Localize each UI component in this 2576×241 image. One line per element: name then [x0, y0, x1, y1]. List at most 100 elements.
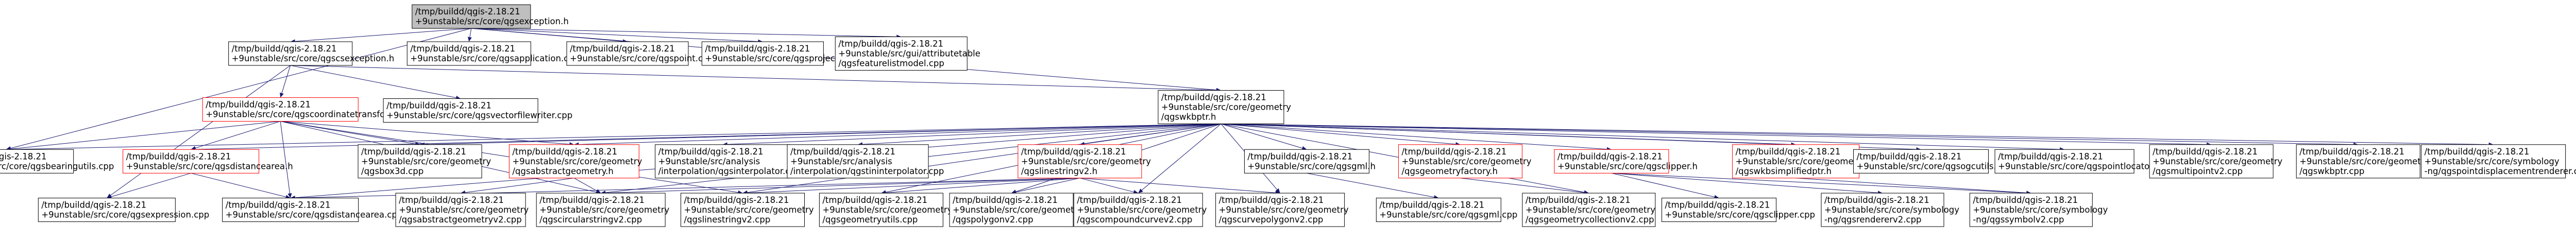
- file-node[interactable]: /tmp/buildd/qgis-2.18.21+9unstable/src/c…: [681, 193, 814, 227]
- node-label-line: /tmp/buildd/qgis-2.18.21: [415, 7, 520, 16]
- node-label-line: /tmp/buildd/qgis-2.18.21: [126, 151, 231, 161]
- node-label-line: /tmp/buildd/qgis-2.18.21: [684, 195, 789, 205]
- file-node[interactable]: /tmp/buildd/qgis-2.18.21+9unstable/src/c…: [202, 97, 404, 122]
- node-label-line: +9unstable/src/core/qgsapplication.cpp: [410, 54, 579, 63]
- node-label-line: /interpolation/qgsinterpolator.cpp: [658, 166, 801, 176]
- node-box: [1522, 193, 1656, 227]
- file-node[interactable]: /tmp/buildd/qgis-2.18.21+9unstable/src/c…: [395, 193, 529, 227]
- node-label-line: /tmp/buildd/qgis-2.18.21: [2153, 147, 2258, 157]
- file-node[interactable]: /tmp/buildd/qgis-2.18.21+9unstable/src/c…: [1522, 193, 1656, 227]
- node-label-line: +9unstable/src/analysis: [790, 157, 892, 166]
- file-node[interactable]: /tmp/buildd/qgis-2.18.21+9unstable/src/c…: [1994, 149, 2171, 174]
- node-box: [566, 41, 689, 66]
- file-node[interactable]: /tmp/buildd/qgis-2.18.21+9unstable/src/c…: [1158, 90, 1291, 124]
- node-label-line: /qgsabstractgeometry.h: [512, 166, 614, 176]
- dependency-edge: [1221, 124, 1607, 150]
- dependency-edge: [579, 124, 1221, 145]
- file-node[interactable]: /tmp/buildd/qgis-2.18.21+9unstable/src/c…: [123, 149, 293, 174]
- node-label-line: /qgsgeometrycollectionv2.cpp: [1526, 215, 1654, 225]
- node-label-line: /qgslinestringv2.cpp: [684, 215, 771, 225]
- node-label-line: /qgscompoundcurvev2.cpp: [1077, 215, 1192, 225]
- edge-arrowhead: [596, 189, 601, 194]
- file-node[interactable]: /tmp/buildd/qgis-2.18.21+9unstable/src/c…: [1073, 193, 1207, 227]
- node-label-line: /qgslinestringv2.h: [1021, 166, 1097, 176]
- file-node[interactable]: /tmp/buildd/qgis-2.18.21+9unstable/src/c…: [0, 149, 114, 174]
- dependency-edge: [1611, 173, 2027, 194]
- node-label-line: /tmp/buildd/qgis-2.18.21: [226, 200, 331, 210]
- node-label-line: /tmp/buildd/qgis-2.18.21: [953, 195, 1058, 205]
- node-label-line: /tmp/buildd/qgis-2.18.21: [570, 44, 675, 54]
- node-box: [358, 144, 482, 179]
- dependency-edge: [574, 178, 597, 192]
- node-label-line: /qgsbox3d.cpp: [361, 166, 423, 176]
- file-node[interactable]: /tmp/buildd/qgis-2.18.21+9unstable/src/a…: [787, 144, 944, 179]
- file-node[interactable]: /tmp/buildd/qgis-2.18.21+9unstable/src/c…: [222, 198, 403, 222]
- node-box: [819, 193, 943, 227]
- file-node[interactable]: /tmp/buildd/qgis-2.18.21+9unstable/src/c…: [2296, 144, 2430, 179]
- file-node[interactable]: /tmp/buildd/qgis-2.18.21+9unstable/src/c…: [509, 144, 642, 179]
- file-node[interactable]: /tmp/buildd/qgis-2.18.21+9unstable/src/c…: [701, 41, 857, 66]
- node-label-line: +9unstable/src/core/geometry: [512, 157, 642, 166]
- dependency-edge: [1221, 124, 2354, 145]
- file-node[interactable]: /tmp/buildd/qgis-2.18.21+9unstable/src/c…: [1853, 149, 2012, 174]
- dependency-edge: [1221, 124, 1302, 149]
- node-label-line: +9unstable/src/core/qgsgml.h: [1247, 161, 1376, 171]
- dependency-edge: [110, 65, 291, 196]
- node-label-line: /qgscircularstringv2.cpp: [539, 215, 642, 225]
- file-node[interactable]: /tmp/buildd/qgis-2.18.21+9unstable/src/c…: [1398, 144, 1532, 179]
- dependency-edge: [191, 173, 286, 197]
- node-label-line: /tmp/buildd/qgis-2.18.21: [822, 195, 927, 205]
- node-label-line: /tmp/buildd/qgis-2.18.21: [1998, 151, 2103, 161]
- node-box: [1732, 144, 1860, 179]
- file-node[interactable]: /tmp/buildd/qgis-2.18.21+9unstable/src/c…: [949, 193, 1082, 227]
- file-node[interactable]: /tmp/buildd/qgis-2.18.21+9unstable/src/a…: [655, 144, 801, 179]
- dependency-edge: [10, 121, 281, 149]
- file-node[interactable]: /tmp/buildd/qgis-2.18.21+9unstable/src/c…: [1215, 193, 1349, 227]
- node-box: [787, 144, 929, 179]
- file-node[interactable]: /tmp/buildd/qgis-2.18.21+9unstable/src/c…: [1554, 149, 1698, 174]
- node-label-line: +9unstable/src/core/qgsdistancearea.h: [126, 161, 293, 171]
- node-label-line: /qgswkbptr.cpp: [2299, 166, 2364, 176]
- node-box: [395, 193, 526, 227]
- node-label-line: +9unstable/src/core/geometry: [1736, 157, 1866, 166]
- node-label-line: /tmp/buildd/qgis-2.18.21: [658, 147, 764, 157]
- node-label-line: +9unstable/src/core/geometry: [2153, 157, 2282, 166]
- file-node[interactable]: /tmp/buildd/qgis-2.18.21+9unstable/src/c…: [2421, 144, 2576, 179]
- node-box: [536, 193, 666, 227]
- dependency-edge: [886, 178, 1080, 193]
- file-node[interactable]: /tmp/buildd/qgis-2.18.21+9unstable/src/c…: [819, 193, 953, 227]
- file-node[interactable]: /tmp/buildd/qgis-2.18.21+9unstable/src/c…: [358, 144, 491, 179]
- file-node[interactable]: /tmp/buildd/qgis-2.18.21+9unstable/src/g…: [835, 37, 980, 71]
- file-node[interactable]: /tmp/buildd/qgis-2.18.21+9unstable/src/c…: [1376, 198, 1517, 222]
- dependency-edge: [290, 65, 1216, 91]
- file-node[interactable]: /tmp/buildd/qgis-2.18.21+9unstable/src/c…: [1018, 144, 1151, 179]
- file-node[interactable]: /tmp/buildd/qgis-2.18.21+9unstable/src/c…: [1662, 198, 1816, 222]
- node-box: [1662, 198, 1777, 222]
- node-label-line: +9unstable/src/core/qgsexception.h: [415, 16, 569, 26]
- node-label-line: /tmp/buildd/qgis-2.18.21: [705, 44, 810, 54]
- file-node[interactable]: /tmp/buildd/qgis-2.18.21+9unstable/src/c…: [38, 198, 209, 222]
- file-node[interactable]: /tmp/buildd/qgis-2.18.21+9unstable/src/c…: [1969, 193, 2108, 227]
- node-box: [681, 193, 805, 227]
- node-box: [1158, 90, 1284, 124]
- dependency-edge: [195, 121, 281, 149]
- file-node[interactable]: /tmp/buildd/qgis-2.18.21+9unstable/src/c…: [228, 41, 395, 66]
- node-box: [509, 144, 639, 179]
- file-node[interactable]: /tmp/buildd/qgis-2.18.21+9unstable/src/c…: [383, 98, 572, 123]
- node-label-line: +9unstable/src/core/geometry: [1219, 205, 1349, 215]
- node-label-line: /tmp/buildd/qgis-2.18.21: [232, 44, 337, 54]
- node-label-line: +9unstable/src/core/qgspoint.cpp: [570, 54, 714, 63]
- node-label-line: /tmp/buildd/qgis-2.18.21: [206, 100, 311, 110]
- file-node[interactable]: /tmp/buildd/qgis-2.18.21+9unstable/src/c…: [536, 193, 670, 227]
- node-box: [38, 198, 176, 222]
- file-node[interactable]: /tmp/buildd/qgis-2.18.21+9unstable/src/c…: [1821, 193, 1959, 227]
- file-node[interactable]: /tmp/buildd/qgis-2.18.21+9unstable/src/c…: [2149, 144, 2282, 179]
- file-node[interactable]: /tmp/buildd/qgis-2.18.21+9unstable/src/c…: [406, 41, 579, 66]
- node-label-line: /qgsgeometryutils.cpp: [822, 215, 918, 225]
- node-label-line: /tmp/buildd/qgis-2.18.21: [838, 39, 943, 49]
- dependency-edges: [6, 28, 2494, 200]
- file-node[interactable]: /tmp/buildd/qgis-2.18.21+9unstable/src/c…: [1244, 149, 1376, 174]
- edge-arrowhead: [467, 37, 472, 42]
- file-node[interactable]: /tmp/buildd/qgis-2.18.21+9unstable/src/c…: [566, 41, 714, 66]
- file-node[interactable]: /tmp/buildd/qgis-2.18.21+9unstable/src/c…: [1732, 144, 1866, 179]
